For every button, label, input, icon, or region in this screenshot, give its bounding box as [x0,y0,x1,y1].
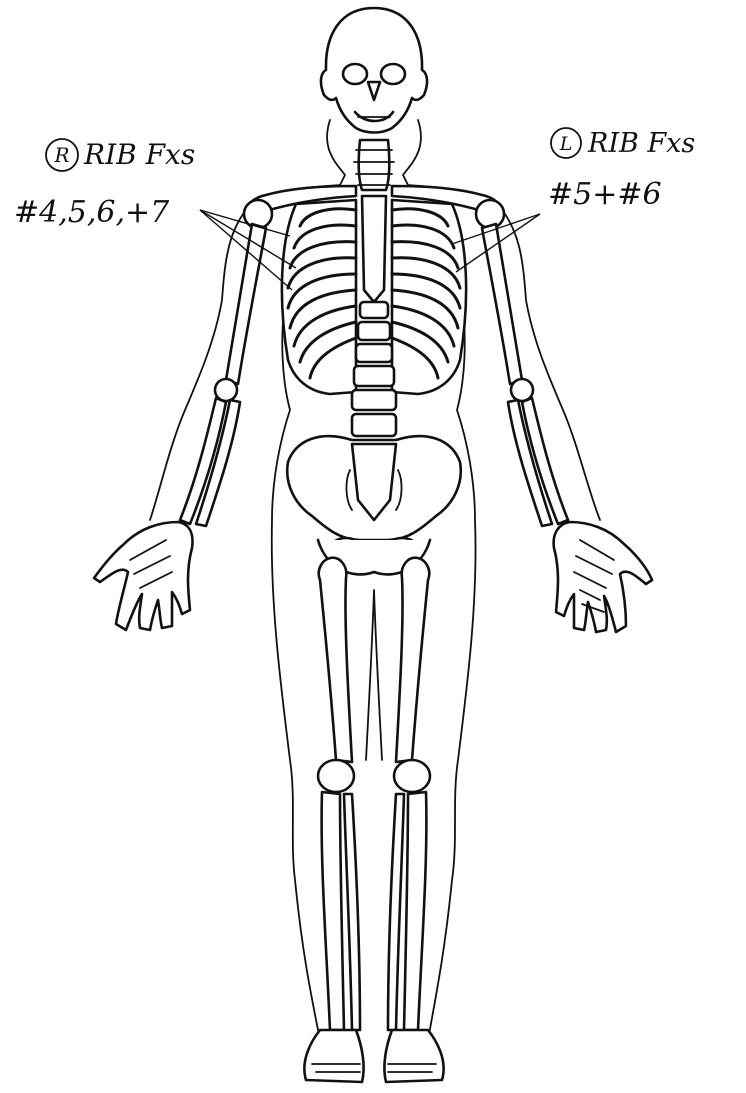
right-arm [94,224,266,630]
right-annotation: R RIB Fxs #4,5,6,+7 [14,138,195,230]
rib-cage [282,196,466,394]
lumbar-spine [352,302,396,436]
cervical-spine [354,140,394,190]
left-arm [482,224,652,632]
annotation-detail-left: #5+#6 [548,177,662,212]
left-annotation: L RIB Fxs #5+#6 [548,128,695,212]
annotation-title-right: RIB Fxs [83,138,195,171]
skull [321,8,427,133]
annotation-detail-right: #4,5,6,+7 [14,195,170,230]
circled-letter-left: L [559,133,573,155]
circled-letter-right: R [53,143,69,167]
annotation-title-left: RIB Fxs [587,128,695,159]
pelvis [287,436,461,574]
